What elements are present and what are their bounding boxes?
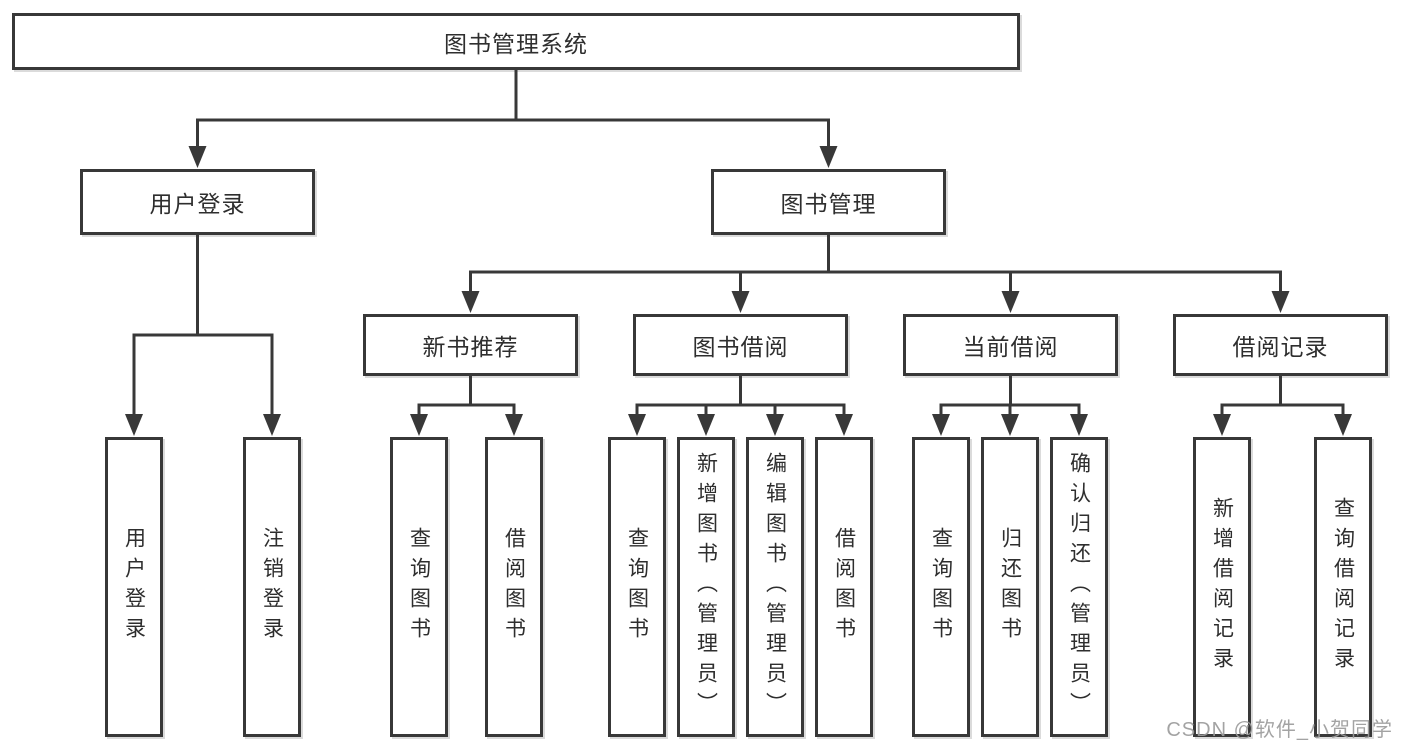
- leaf-current-confirm-return-admin-label: 确认归还（管理员）: [1067, 452, 1091, 722]
- arrow-to-leaf-bookborrow-edit: [766, 414, 784, 436]
- arrow-to-leaf-user-login: [125, 414, 143, 436]
- arrow-to-book-management: [819, 146, 838, 168]
- leaf-record-query-borrow-record-label: 查询借阅记录: [1331, 497, 1355, 677]
- node-borrow-record: 借阅记录: [1173, 314, 1388, 376]
- leaf-record-query-borrow-record: 查询借阅记录: [1314, 437, 1372, 737]
- node-user-login: 用户登录: [80, 169, 315, 235]
- arrow-to-leaf-record-query: [1334, 414, 1352, 436]
- wire-mgmt-bar: [469, 270, 1282, 294]
- node-current-borrow-label: 当前借阅: [962, 334, 1059, 360]
- leaf-newbook-borrow-book-label: 借阅图书: [502, 527, 526, 647]
- node-root-label: 图书管理系统: [444, 30, 588, 57]
- leaf-bookborrow-add-book-admin: 新增图书（管理员）: [677, 437, 735, 737]
- arrow-to-leaf-logout: [263, 414, 281, 436]
- arrow-to-leaf-newbook-query: [410, 414, 428, 436]
- node-new-book-recommend: 新书推荐: [363, 314, 578, 376]
- node-new-book-recommend-label: 新书推荐: [422, 334, 519, 360]
- leaf-bookborrow-edit-book-admin: 编辑图书（管理员）: [746, 437, 804, 737]
- leaf-current-query-book: 查询图书: [912, 437, 970, 737]
- arrow-to-leaf-bookborrow-borrow: [835, 414, 853, 436]
- node-user-login-label: 用户登录: [149, 191, 246, 217]
- leaf-bookborrow-borrow-book-label: 借阅图书: [832, 527, 856, 647]
- leaf-user-login-label: 用户登录: [122, 527, 146, 647]
- arrow-to-user-login: [188, 146, 207, 168]
- arrow-to-leaf-current-query: [932, 414, 950, 436]
- wire-borrowrecord-bar: [1220, 403, 1345, 418]
- leaf-logout: 注销登录: [243, 437, 301, 737]
- node-current-borrow: 当前借阅: [903, 314, 1118, 376]
- leaf-user-login: 用户登录: [105, 437, 163, 737]
- leaf-current-return-book: 归还图书: [981, 437, 1039, 737]
- leaf-logout-label: 注销登录: [260, 527, 284, 647]
- wire-bookborrow-bar: [635, 403, 846, 418]
- leaf-current-return-book-label: 归还图书: [998, 527, 1022, 647]
- node-book-management-label: 图书管理: [780, 191, 877, 217]
- leaf-bookborrow-query-book: 查询图书: [608, 437, 666, 737]
- arrow-to-current-borrow: [1001, 291, 1020, 313]
- arrow-to-new-book-recommend: [461, 291, 480, 313]
- watermark: CSDN @软件_小贺同学: [1166, 719, 1393, 741]
- leaf-bookborrow-add-book-admin-label: 新增图书（管理员）: [694, 452, 718, 722]
- arrow-to-leaf-bookborrow-query: [628, 414, 646, 436]
- arrow-to-leaf-record-add: [1213, 414, 1231, 436]
- node-book-management: 图书管理: [711, 169, 946, 235]
- wire-newbook-bar: [417, 403, 516, 418]
- node-borrow-record-label: 借阅记录: [1232, 334, 1329, 360]
- leaf-record-add-borrow-record: 新增借阅记录: [1193, 437, 1251, 737]
- leaf-newbook-query-book-label: 查询图书: [407, 527, 431, 647]
- leaf-newbook-query-book: 查询图书: [390, 437, 448, 737]
- arrow-to-book-borrow: [731, 291, 750, 313]
- node-root: 图书管理系统: [12, 13, 1020, 70]
- leaf-record-add-borrow-record-label: 新增借阅记录: [1210, 497, 1234, 677]
- arrow-to-leaf-newbook-borrow: [505, 414, 523, 436]
- arrow-to-borrow-record: [1271, 291, 1290, 313]
- leaf-current-confirm-return-admin: 确认归还（管理员）: [1050, 437, 1108, 737]
- leaf-bookborrow-edit-book-admin-label: 编辑图书（管理员）: [763, 452, 787, 722]
- leaf-bookborrow-borrow-book: 借阅图书: [815, 437, 873, 737]
- arrow-to-leaf-bookborrow-add: [697, 414, 715, 436]
- wire-userlogin-bar: [132, 333, 274, 418]
- leaf-newbook-borrow-book: 借阅图书: [485, 437, 543, 737]
- node-book-borrow-label: 图书借阅: [692, 334, 789, 360]
- wire-root-bar: [196, 118, 830, 150]
- node-book-borrow: 图书借阅: [633, 314, 848, 376]
- arrow-to-leaf-current-return: [1001, 414, 1019, 436]
- arrow-to-leaf-current-confirm: [1070, 414, 1088, 436]
- leaf-current-query-book-label: 查询图书: [929, 527, 953, 647]
- leaf-bookborrow-query-book-label: 查询图书: [625, 527, 649, 647]
